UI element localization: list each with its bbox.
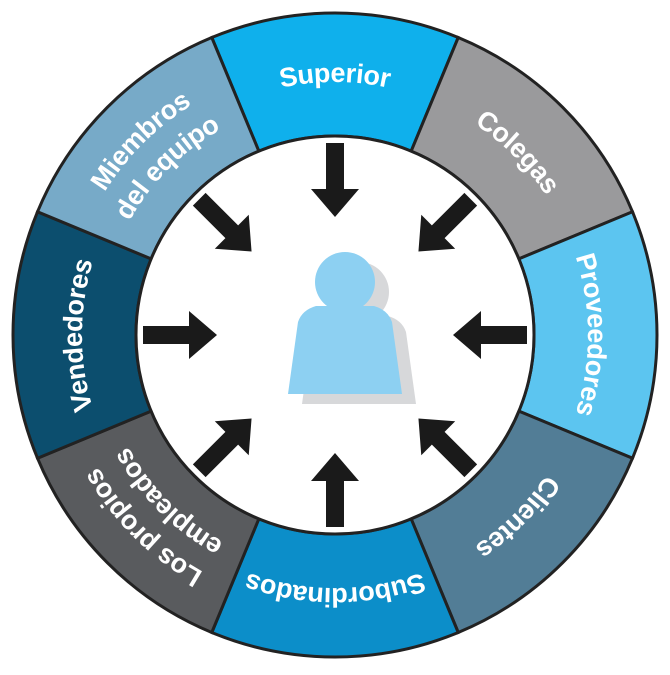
arrow-from-colegas (418, 192, 478, 252)
arrow-from-clientes (418, 418, 478, 478)
person-figure (288, 252, 402, 394)
arrow-from-proveedores (453, 311, 527, 359)
arrow-from-empleados (192, 418, 252, 478)
arrow-from-vendedores (143, 311, 217, 359)
arrow-from-subordinados (311, 453, 359, 527)
segment-labels: SuperiorColegasProveedoresClientesSubord… (58, 58, 612, 612)
arrow-from-miembros (192, 192, 252, 252)
ring-segments (11, 11, 659, 659)
arrow-from-superior (311, 143, 359, 217)
arrows (143, 143, 527, 527)
person-icon (288, 252, 416, 404)
segment-label-superior: Superior (277, 58, 394, 94)
